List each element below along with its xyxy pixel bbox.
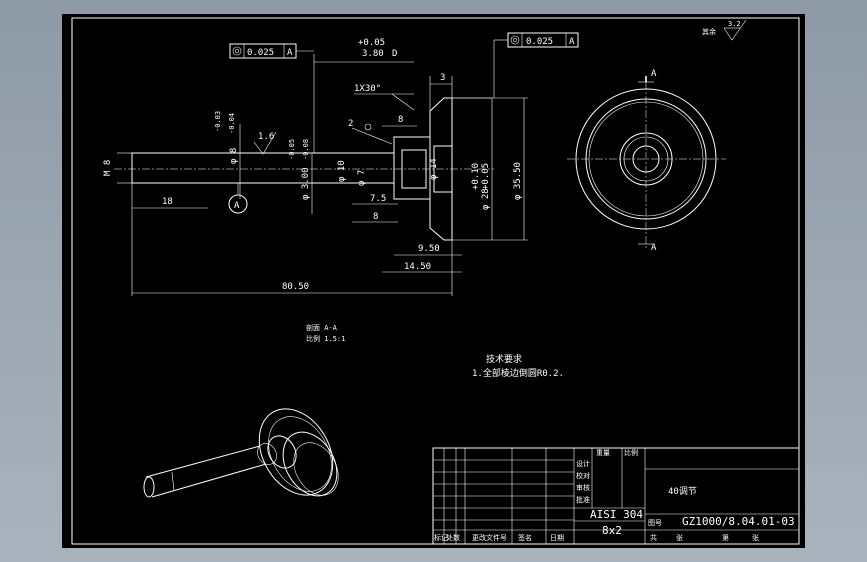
dim-tol-010: +0.10 [471,163,481,190]
dim-tol-top: +0.05 [358,38,385,48]
dim-tol-letter: D [392,49,397,59]
hub-section [393,136,431,200]
flange-outer-circle [575,88,717,230]
dim-phi28: φ 28 [481,188,491,210]
section-view: 80.50 14.50 9.50 18 7.5 8 8 2 3 +0.05 3.… [103,32,579,296]
svg-text:设计: 设计 [576,459,590,468]
roughness-symbol-other [723,19,747,41]
bore [401,149,427,189]
part-name: 40调节 [668,486,697,497]
svg-text:处数: 处数 [446,533,460,542]
concentricity-icon [232,46,242,56]
section-note-2: 比例 1.5:1 [306,334,345,343]
dim-phi8: φ 8 [229,148,239,164]
drawing-frame [71,17,800,545]
dim-tol-005: -0.05 [288,139,296,160]
svg-text:比例: 比例 [624,448,638,457]
dim-phi355: φ 35.50 [513,162,523,200]
svg-text:标记: 标记 [434,533,448,542]
dim-8b: 8 [373,212,378,222]
dim-phi3: φ 3.00 [301,167,311,200]
svg-text:校对: 校对 [576,471,590,480]
shaft-end [143,476,155,498]
detail-marker [364,123,372,131]
svg-text:日期: 日期 [550,534,564,542]
dim-tol-004: -0.04 [228,113,236,134]
scale: 8x2 [602,524,622,537]
svg-text:图号: 图号 [648,519,662,527]
dim-8050: 80.50 [282,282,309,292]
roughness-symbol [253,131,277,155]
svg-text:张: 张 [752,533,759,542]
gdt-left-datum: A [287,48,293,58]
end-view: A A [567,69,726,253]
dim-tol-005b: +0.05 [481,163,491,190]
flange-hub [433,145,453,193]
roughness-other-label: 其余 [702,27,716,36]
material: AISI 304 [590,508,643,521]
dim-75: 7.5 [370,194,386,204]
svg-text:第: 第 [722,533,729,542]
dim-2: 2 [348,119,353,129]
gdt-right-datum: A [569,37,575,47]
svg-text:更改文件号: 更改文件号 [472,533,507,542]
dim-18: 18 [162,197,173,207]
datum-a-label: A [234,201,240,211]
svg-text:共: 共 [650,533,657,542]
gdt-right-value: 0.025 [526,37,553,47]
dim-m8: M 8 [103,160,113,176]
roughness-other: 其余 3.2 [702,19,747,41]
dim-380: 3.80 [362,49,384,59]
section-a-bottom: A [651,243,657,253]
section-note-1: 剖面 A-A [306,323,338,332]
dim-chamfer: 1X30° [354,84,381,94]
roughness-other-value: 3.2 [728,20,741,28]
dim-phi7: φ 7 [357,170,367,186]
dim-phi14: φ 14 [429,158,439,180]
shaft-section [131,152,395,184]
cad-drawing: 80.50 14.50 9.50 18 7.5 8 8 2 3 +0.05 3.… [71,17,800,545]
dim-phi10: φ 10 [337,160,347,182]
gdt-left-value: 0.025 [247,48,274,58]
svg-text:张: 张 [676,533,683,542]
rough-16: 1.6 [258,132,274,142]
drawing-sheet: 80.50 14.50 9.50 18 7.5 8 8 2 3 +0.05 3.… [62,14,805,548]
isometric-view [143,408,339,498]
dim-950: 9.50 [418,244,440,254]
tech-req-item: 1.全部棱边倒圆R0.2. [472,367,564,379]
dim-1450: 14.50 [404,262,431,272]
drawing-number: GZ1000/8.04.01-03 [682,515,795,528]
dim-3: 3 [440,73,445,83]
concentricity-icon-right [510,35,520,45]
title-block: 重量 比例 设计 校对 审核 批准 标记 处数 更改文件号 签名 日期 AISI… [432,447,800,545]
svg-text:签名: 签名 [518,533,532,542]
section-a-top: A [651,69,657,79]
dim-tol-008: -0.08 [302,139,310,160]
svg-text:审核: 审核 [576,483,590,492]
tech-req-title: 技术要求 [486,353,522,365]
svg-text:重量: 重量 [596,449,610,457]
dim-8a: 8 [398,115,403,125]
datum-a-bubble [228,194,248,214]
dim-tol-003: -0.03 [214,111,222,132]
bore-circle [632,145,660,173]
svg-text:批准: 批准 [576,495,590,504]
